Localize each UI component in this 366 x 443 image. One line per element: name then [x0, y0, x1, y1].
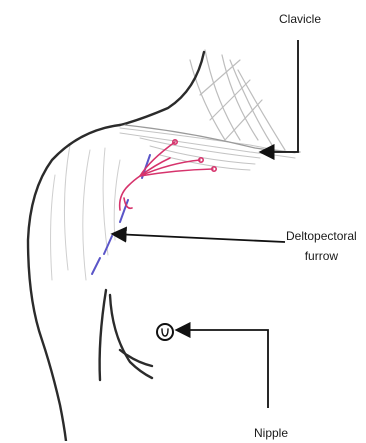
deltopectoral-label-line2: furrow [286, 246, 357, 266]
body-outline [28, 52, 204, 441]
leader-lines [114, 40, 298, 408]
deltopectoral-furrow-label: Deltopectoral furrow [286, 226, 357, 266]
clavicle-label: Clavicle [279, 9, 321, 29]
nipple-label: Nipple [254, 423, 288, 443]
neck-trapezius-shading [190, 50, 285, 150]
nipple-icon [157, 324, 173, 340]
clavicle-leader-arrow [262, 40, 298, 152]
clavicle-bone [125, 125, 300, 152]
furrow-leader-arrow [114, 234, 285, 242]
deltopectoral-label-line1: Deltopectoral [286, 226, 357, 246]
deltoid-shading [51, 145, 120, 280]
nipple-leader-arrow [178, 330, 268, 408]
